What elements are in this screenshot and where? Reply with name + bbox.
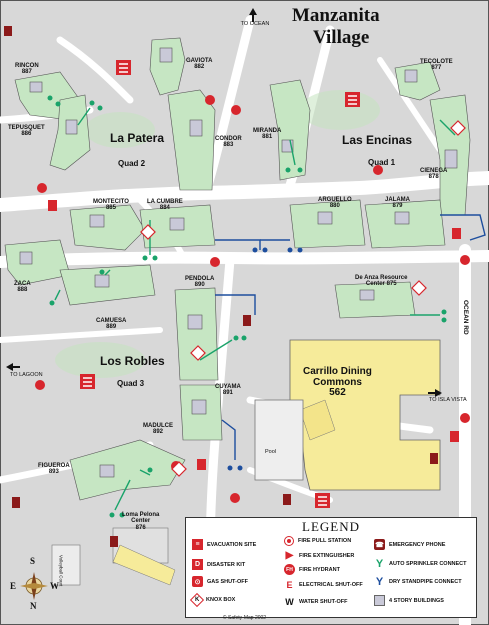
knox-boxes [140, 120, 466, 477]
volleyball-court-label: Volleyball Court [58, 555, 64, 587]
legend-emergency-phone: ☎ EMERGENCY PHONE [374, 539, 445, 550]
quad-1-label: Quad 1 [368, 158, 396, 167]
water-shutoff-icon: W [285, 596, 294, 607]
fire-extinguisher-icon: ▶ [285, 550, 294, 561]
quad-1-name: Las Encinas [342, 133, 413, 147]
dry-standpipe-connect-icon: Y [375, 575, 384, 588]
fire-pull-station-icon [284, 536, 294, 546]
ocean-rd-label: OCEAN RD [461, 300, 469, 335]
auto-sprinkler-connect-icon: Y [375, 557, 384, 570]
electrical-shutoff-icon: E [286, 579, 293, 590]
legend-fire-extinguisher: ▶ FIRE EXTINGUISHER [285, 550, 355, 561]
quad-2-label: Quad 2 [118, 159, 146, 168]
legend-gas-shutoff: ⊙ GAS SHUT-OFF [192, 576, 248, 587]
copyright: © Safety-Map 2002 [222, 615, 267, 621]
disaster-kit-icon: D [192, 559, 203, 570]
direction-arrows [6, 8, 442, 397]
legend-fire-hydrant: FH FIRE HYDRANT [284, 564, 340, 575]
residence-halls [4, 37, 471, 501]
compass-s: S [30, 556, 36, 566]
compass-rose [20, 572, 48, 600]
legend-knox-box: K KNOX BOX [189, 592, 235, 608]
legend-electrical-shutoff: E ELECTRICAL SHUT-OFF [284, 579, 362, 590]
legend-box: LEGEND ≡ EVACUATION SITE D DISASTER KIT … [185, 517, 477, 618]
loma-pelona-annex [112, 544, 176, 586]
standpipe-lines [215, 214, 486, 460]
map-title-line2: Village [313, 27, 370, 48]
disaster-kits [48, 200, 461, 470]
four-story-building-icon [374, 595, 385, 606]
evacuation-site-icon: ≡ [192, 539, 203, 550]
compass-e: E [10, 581, 17, 591]
legend-dry-standpipe-connect: Y DRY STANDPIPE CONNECT [375, 575, 462, 588]
to-lagoon-label: TO LAGOON [10, 372, 43, 378]
to-ocean-label: TO OCEAN [240, 21, 270, 27]
quad-2-name: La Patera [110, 131, 165, 145]
gas-shutoff-icon: ⊙ [192, 576, 203, 587]
knox-box-icon: K [189, 592, 205, 608]
quad-3-label: Quad 3 [117, 379, 145, 388]
evacuation-sites [80, 60, 360, 508]
legend-four-story-buildings: 4 STORY BUILDINGS [374, 595, 444, 606]
legend-disaster-kit: D DISASTER KIT [192, 559, 245, 570]
legend-title: LEGEND [302, 519, 360, 534]
compass-w: W [50, 581, 59, 591]
commons-annex [299, 399, 336, 441]
sprinkler-connects [47, 95, 447, 518]
volleyball-court-shape [51, 544, 81, 586]
emergency-phone-icon: ☎ [374, 539, 385, 550]
map-title-line1: Manzanita [292, 5, 380, 26]
quad-3-name: Los Robles [100, 354, 165, 368]
legend-fire-pull-station: FIRE PULL STATION [284, 536, 351, 546]
legend-auto-sprinkler-connect: Y AUTO SPRINKLER CONNECT [375, 557, 467, 570]
legend-water-shutoff: W WATER SHUT-OFF [285, 596, 348, 607]
to-isla-vista-label: TO ISLA VISTA [429, 397, 467, 403]
fire-hydrant-icon: FH [284, 564, 295, 575]
emergency-phones [4, 26, 438, 547]
pool-shape [254, 399, 304, 481]
sprinkler-lines [54, 107, 456, 511]
compass-n: N [30, 601, 37, 611]
standpipe-connects [227, 247, 303, 471]
pool-label: Pool [265, 449, 277, 455]
legend-evacuation-site: ≡ EVACUATION SITE [192, 539, 256, 550]
